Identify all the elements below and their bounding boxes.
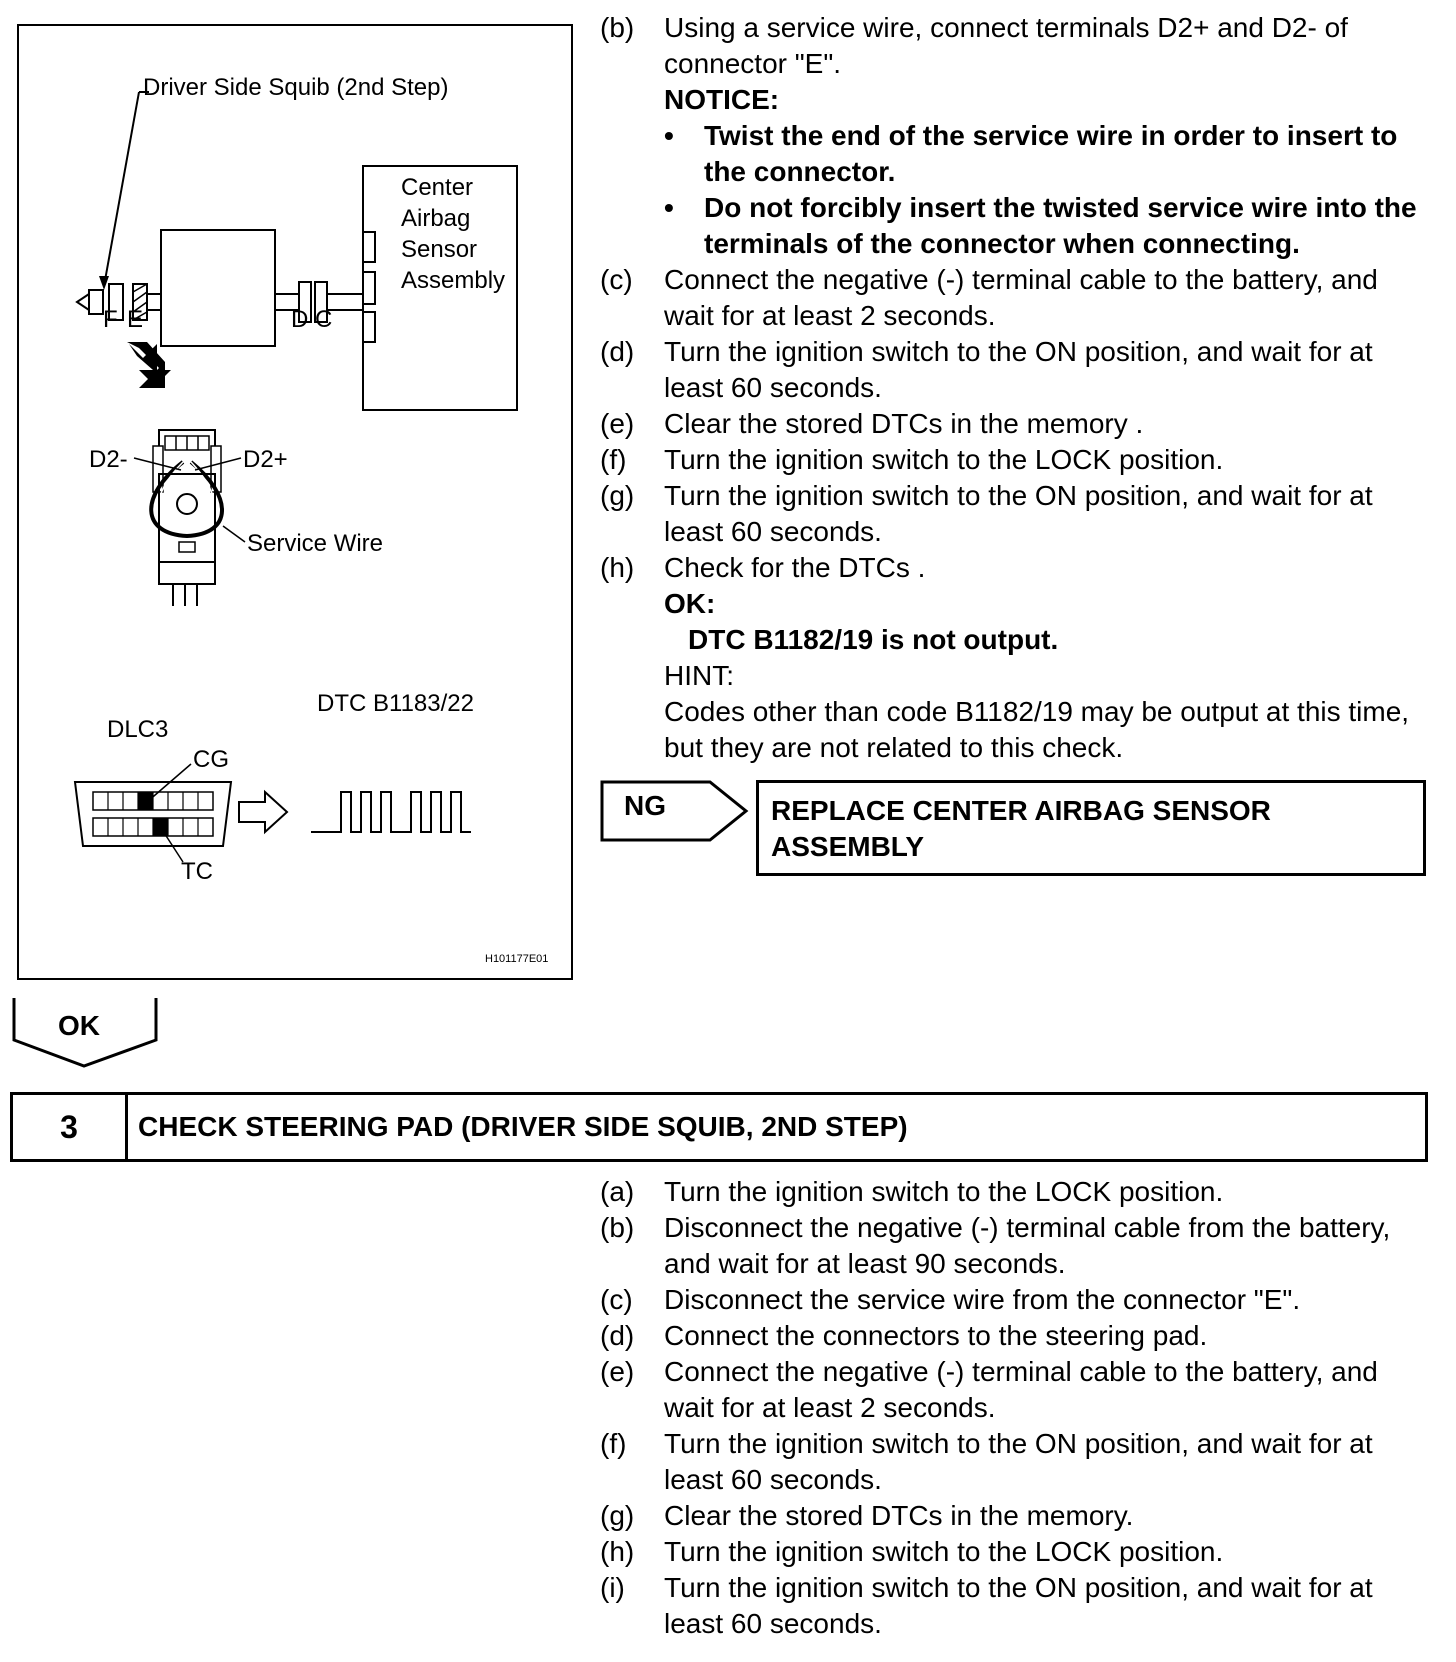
step-d: (d) Turn the ignition switch to the ON p… <box>600 334 1430 406</box>
ok-label: OK <box>58 1010 100 1041</box>
step-letter: (a) <box>600 1176 635 1207</box>
step-text: Turn the ignition switch to the LOCK pos… <box>664 1536 1224 1567</box>
step-f: (f) Turn the ignition switch to the ON p… <box>600 1426 1430 1498</box>
step-text: Turn the ignition switch to the ON posit… <box>664 480 1373 547</box>
driver-squib-label: Driver Side Squib (2nd Step) <box>143 74 449 101</box>
step-b: (b) Disconnect the negative (-) terminal… <box>600 1210 1430 1282</box>
step-letter: (b) <box>600 12 635 43</box>
step-letter: (i) <box>600 1572 625 1603</box>
step-e: (e) Clear the stored DTCs in the memory … <box>600 406 1430 442</box>
step-letter: (d) <box>600 336 635 367</box>
notice-title: NOTICE: <box>664 84 780 115</box>
notice-bullet: • Do not forcibly insert the twisted ser… <box>600 190 1430 262</box>
step-text: Turn the ignition switch to the LOCK pos… <box>664 1176 1224 1207</box>
step-letter: (e) <box>600 408 635 439</box>
service-wire-label: Service Wire <box>247 530 384 557</box>
tc-label: TC <box>181 858 213 885</box>
step-letter: (g) <box>600 1500 635 1531</box>
hint-text: Codes other than code B1182/19 may be ou… <box>664 696 1410 763</box>
section-number: 3 <box>13 1095 128 1159</box>
step-g: (g) Clear the stored DTCs in the memory. <box>600 1498 1430 1534</box>
step-text: Turn the ignition switch to the LOCK pos… <box>664 444 1224 475</box>
step-letter: (f) <box>600 444 627 475</box>
step-d: (d) Connect the connectors to the steeri… <box>600 1318 1430 1354</box>
ok-condition-text: DTC B1182/19 is not output. <box>688 624 1059 655</box>
step-text: Disconnect the service wire from the con… <box>664 1284 1301 1315</box>
connector-dc-label: D C <box>291 306 333 333</box>
center-airbag-label: Center Airbag Sensor Assembly <box>401 174 506 294</box>
step-text: Turn the ignition switch to the ON posit… <box>664 1428 1373 1495</box>
step-letter: (d) <box>600 1320 635 1351</box>
step-i: (i) Turn the ignition switch to the ON p… <box>600 1570 1430 1642</box>
section-header: 3 CHECK STEERING PAD (DRIVER SIDE SQUIB,… <box>10 1092 1428 1162</box>
cg-label: CG <box>193 746 229 773</box>
bullet-dot: • <box>664 120 674 151</box>
notice-text: Twist the end of the service wire in ord… <box>704 120 1398 187</box>
notice-text: Do not forcibly insert the twisted servi… <box>704 192 1417 259</box>
step-f: (f) Turn the ignition switch to the LOCK… <box>600 442 1430 478</box>
step-letter: (c) <box>600 264 633 295</box>
step-letter: (h) <box>600 552 635 583</box>
connector-e-label: E <box>127 306 144 333</box>
ng-arrow-shape <box>600 780 749 842</box>
step-b: (b) Using a service wire, connect termin… <box>600 10 1430 82</box>
step-text: Connect the negative (-) terminal cable … <box>664 264 1378 331</box>
ok-tab-shape <box>12 998 158 1068</box>
notice-bullet: • Twist the end of the service wire in o… <box>600 118 1430 190</box>
step-letter: (h) <box>600 1536 635 1567</box>
figure-diagram: Driver Side Squib (2nd Step) Center Airb… <box>17 24 573 980</box>
d2-plus-label: D2+ <box>243 446 288 473</box>
step-text: Clear the stored DTCs in the memory . <box>664 408 1144 439</box>
step-text: Check for the DTCs . <box>664 552 926 583</box>
step-letter: (e) <box>600 1356 635 1387</box>
connector-f-label: F <box>103 306 118 333</box>
dtc-code-label: DTC B1183/22 <box>317 690 474 717</box>
hint-title: HINT: <box>664 660 734 691</box>
step-text: Disconnect the negative (-) terminal cab… <box>664 1212 1391 1279</box>
step-text: Clear the stored DTCs in the memory. <box>664 1500 1134 1531</box>
step-text: Connect the connectors to the steering p… <box>664 1320 1208 1351</box>
wiring-diagram-graphic <box>73 91 518 863</box>
step-h: (h) Check for the DTCs . <box>600 550 1430 586</box>
upper-steps: (b) Using a service wire, connect termin… <box>600 10 1430 766</box>
step-text: Turn the ignition switch to the ON posit… <box>664 336 1373 403</box>
step-h: (h) Turn the ignition switch to the LOCK… <box>600 1534 1430 1570</box>
ng-action-box: REPLACE CENTER AIRBAG SENSOR ASSEMBLY <box>756 780 1426 876</box>
step-c: (c) Connect the negative (-) terminal ca… <box>600 262 1430 334</box>
step-text: Connect the negative (-) terminal cable … <box>664 1356 1378 1423</box>
step-letter: (c) <box>600 1284 633 1315</box>
step-a: (a) Turn the ignition switch to the LOCK… <box>600 1174 1430 1210</box>
ng-label: NG <box>624 790 666 821</box>
step-text: Using a service wire, connect terminals … <box>664 12 1348 79</box>
step-letter: (g) <box>600 480 635 511</box>
bullet-dot: • <box>664 192 674 223</box>
step-letter: (b) <box>600 1212 635 1243</box>
step-c: (c) Disconnect the service wire from the… <box>600 1282 1430 1318</box>
section-title: CHECK STEERING PAD (DRIVER SIDE SQUIB, 2… <box>138 1111 908 1142</box>
step-text: Turn the ignition switch to the ON posit… <box>664 1572 1373 1639</box>
lower-steps: (a) Turn the ignition switch to the LOCK… <box>600 1174 1430 1642</box>
ok-condition-title: OK: <box>664 588 716 619</box>
d2-minus-label: D2- <box>89 446 128 473</box>
dlc3-label: DLC3 <box>107 716 169 743</box>
step-letter: (f) <box>600 1428 627 1459</box>
figure-id: H101177E01 <box>485 953 549 965</box>
step-e: (e) Connect the negative (-) terminal ca… <box>600 1354 1430 1426</box>
step-g: (g) Turn the ignition switch to the ON p… <box>600 478 1430 550</box>
